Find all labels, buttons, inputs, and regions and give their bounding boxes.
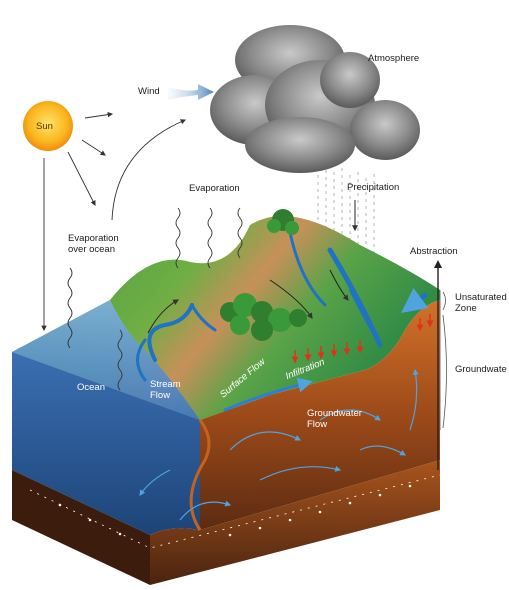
ground-front: [150, 419, 440, 585]
unsaturated-zone-label: Unsaturated Zone: [455, 292, 507, 314]
groundwater-markers: [58, 484, 412, 537]
precipitation-label: Precipitation: [347, 182, 400, 193]
groundwater-flow-label: Groundwater Flow: [307, 408, 362, 430]
evaporation-over-ocean-label: Evaporation over ocean: [68, 233, 119, 255]
infiltration-arrows: [291, 314, 434, 364]
surface-arrows: [147, 200, 358, 334]
groundwater-flow-arrows: [139, 368, 419, 521]
soil-layer: [200, 300, 440, 530]
ocean-block: [12, 352, 200, 585]
sun-arrows: [41, 111, 186, 332]
groundwater-label: Groundwate: [455, 364, 507, 375]
abstraction-label: Abstraction: [410, 246, 458, 257]
ocean-label: Ocean: [77, 382, 105, 393]
cloud-icon: [210, 25, 420, 173]
evaporation-label: Evaporation: [189, 183, 240, 194]
stream-flow-label: Stream Flow: [150, 379, 181, 401]
sun-label: Sun: [36, 121, 53, 132]
forest-trees: [220, 293, 307, 341]
tree-icon: [267, 209, 299, 235]
wind-label: Wind: [138, 86, 160, 97]
streams: [136, 230, 429, 412]
evaporation-waves: [67, 207, 243, 391]
sun-icon: [23, 101, 73, 151]
zone-brackets: [439, 290, 447, 430]
abstraction-well: [434, 260, 442, 470]
wind-arrow-icon: [168, 84, 214, 100]
atmosphere-label: Atmosphere: [368, 53, 420, 64]
